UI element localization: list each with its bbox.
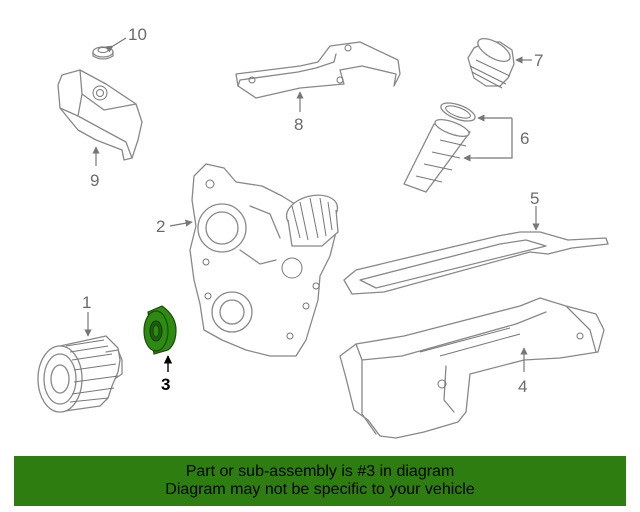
leader-10 (105, 37, 127, 53)
part-3-seal-highlighted (143, 305, 177, 355)
callout-3: 3 (161, 375, 170, 394)
callout-2: 2 (156, 217, 165, 236)
callout-10: 10 (128, 25, 147, 44)
banner-line-2: Diagram may not be specific to your vehi… (165, 481, 475, 498)
callout-1: 1 (82, 293, 91, 312)
leader-6-bracket (476, 118, 513, 159)
notice-banner: Part or sub-assembly is #3 in diagram Di… (14, 456, 626, 506)
callout-8: 8 (294, 115, 303, 134)
part-2-timing-cover (189, 163, 339, 357)
part-10-clip (92, 46, 114, 60)
part-1-pulley (37, 335, 123, 413)
callout-6: 6 (520, 129, 529, 148)
banner-line-1: Part or sub-assembly is #3 in diagram (185, 463, 455, 480)
leader-2 (169, 219, 193, 227)
part-5-gasket (343, 231, 609, 295)
part-7-filler-cap (467, 37, 515, 89)
callout-5: 5 (530, 189, 539, 208)
callout-9: 9 (90, 171, 99, 190)
part-8-bracket (235, 41, 401, 99)
part-4-oil-pan (339, 297, 605, 439)
part-9-engine-cover (57, 69, 143, 161)
part-6-oil-filter (403, 102, 476, 193)
callout-7: 7 (534, 51, 543, 70)
callout-4: 4 (518, 377, 527, 396)
parts-diagram: 10 9 8 7 6 (37, 25, 609, 439)
